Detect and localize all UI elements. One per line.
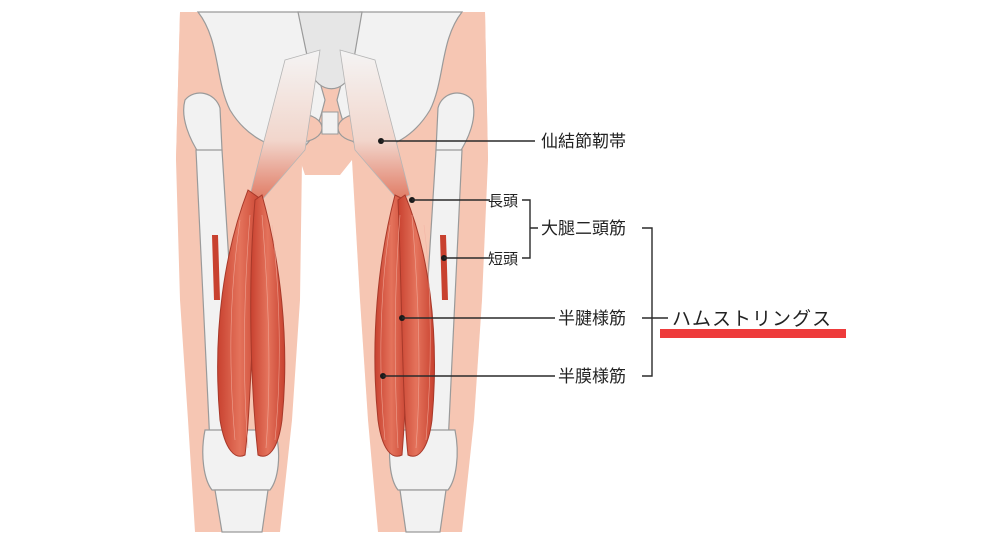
label-hamstrings: ハムストリングス [672,308,832,330]
left-short-head [212,235,220,300]
right-knee [388,429,458,491]
right-semitendinosus-muscle [397,194,435,457]
labels: 仙結節靭帯 長頭 短頭 大腿二頭筋 半腱様筋 半膜様筋 ハムストリングス [488,132,846,387]
label-sacrotuberous-ligament: 仙結節靭帯 [541,132,626,152]
label-semitendinosus: 半腱様筋 [558,309,626,329]
right-tibia [399,489,447,533]
right-short-head [440,235,448,300]
bracket-hamstrings [642,227,668,377]
label-long-head: 長頭 [488,192,518,210]
left-semitendinosus [250,194,286,457]
left-tibia [214,489,269,533]
bracket-biceps-femoris [522,199,538,259]
leader-lines [378,138,668,379]
hamstrings-highlight-bar [660,329,846,338]
hamstring-muscles [212,189,448,457]
label-short-head: 短頭 [488,250,518,268]
left-proximal-tendon [249,49,321,201]
pubic-symphysis [321,111,339,135]
label-biceps-femoris: 大腿二頭筋 [541,219,626,239]
label-semimembranosus: 半膜様筋 [558,367,626,387]
muscle-fibers [230,214,431,449]
